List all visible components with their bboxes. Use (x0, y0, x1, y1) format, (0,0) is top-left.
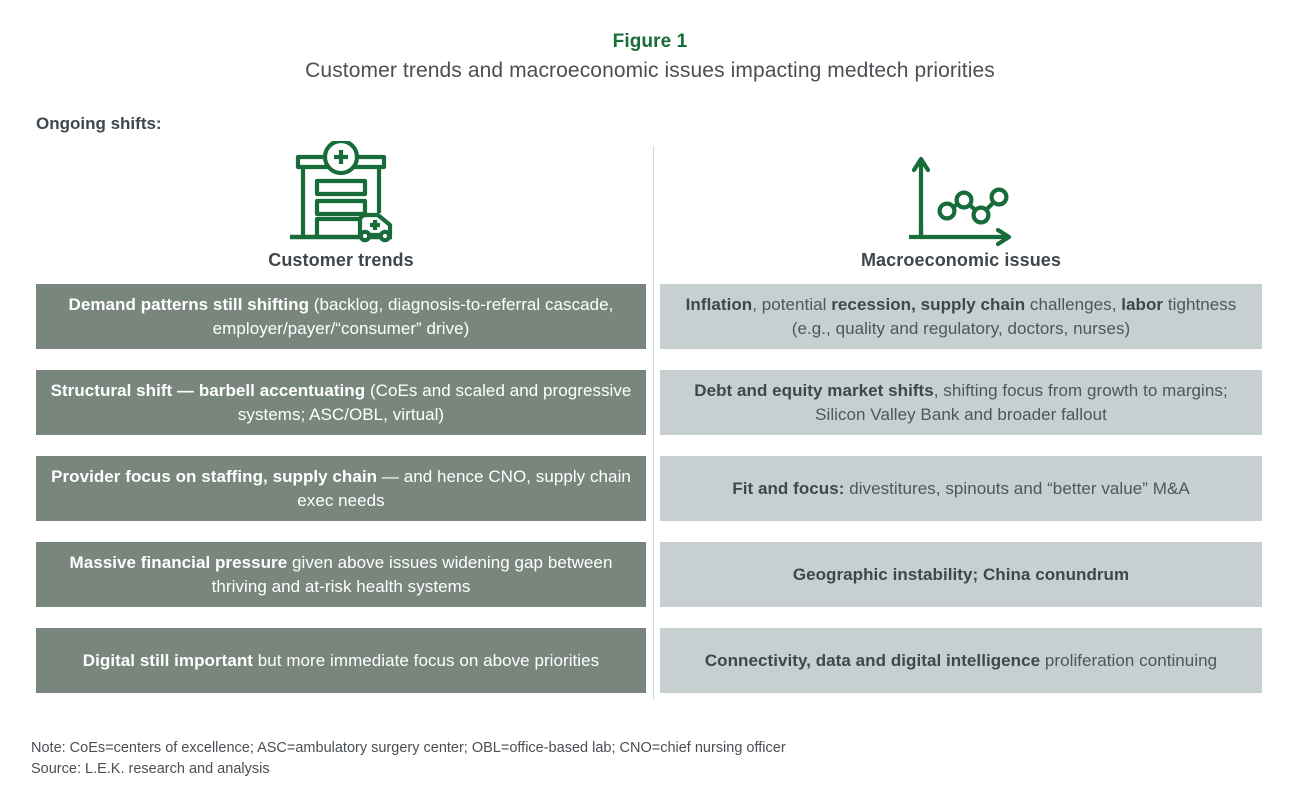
trend-cell-4-bold: Massive financial pressure (69, 552, 288, 572)
trend-cell-5-rest: but more immediate focus on above priori… (253, 650, 600, 670)
macro-cell-4: Geographic instability; China conundrum (660, 542, 1262, 607)
macro-cell-1-rest3: tightness (e.g., quality and regulatory,… (791, 294, 1237, 338)
trend-cell-4-rest: given above issues widening gap between … (211, 552, 613, 596)
trend-cell-3: Provider focus on staffing, supply chain… (36, 456, 646, 521)
column-customer-trends: Customer trends Demand patterns still sh… (36, 140, 646, 693)
column-macroeconomic-issues: Macroeconomic issues Inflation, potentia… (660, 140, 1262, 693)
column-header-macroeconomic-issues: Macroeconomic issues (860, 250, 1062, 270)
trend-cell-1: Demand patterns still shifting (backlog,… (36, 284, 646, 349)
page-title: Customer trends and macroeconomic issues… (305, 59, 995, 82)
trend-cell-3-rest: — and hence CNO, supply chain exec needs (297, 466, 631, 510)
macro-cell-1-rest2: challenges, (1025, 294, 1122, 314)
macro-cell-3: Fit and focus: divestitures, spinouts an… (660, 456, 1262, 521)
macro-cell-4-bold: Geographic instability; China conundrum (792, 564, 1130, 584)
macro-cell-3-bold: Fit and focus: (732, 478, 845, 498)
macro-cell-1-bold: Inflation (685, 294, 753, 314)
trend-cell-4: Massive financial pressure given above i… (36, 542, 646, 607)
macro-cell-2: Debt and equity market shifts, shifting … (660, 370, 1262, 435)
footnotes: Note: CoEs=centers of excellence; ASC=am… (31, 738, 786, 780)
trend-cell-1-rest: (backlog, diagnosis-to-referral cascade,… (212, 294, 614, 338)
trend-cell-2-rest: (CoEs and scaled and progressive systems… (237, 380, 632, 424)
trend-cell-2-bold: Structural shift — barbell accentuating (50, 380, 366, 400)
macro-cell-3-rest: divestitures, spinouts and “better value… (844, 478, 1190, 498)
figure-label: Figure 1 (612, 31, 688, 52)
macro-cell-1-bold3: labor (1121, 294, 1164, 314)
line-chart-icon (660, 140, 1262, 250)
macro-cell-5-rest: proliferation continuing (1040, 650, 1218, 670)
macro-cell-1: Inflation, potential recession, supply c… (660, 284, 1262, 349)
trend-cell-3-bold: Provider focus on staffing, supply chain (51, 466, 378, 486)
footnote-note: Note: CoEs=centers of excellence; ASC=am… (31, 740, 786, 756)
trend-cell-2: Structural shift — barbell accentuating … (36, 370, 646, 435)
macro-cell-1-rest: , potential (752, 294, 832, 314)
column-divider (653, 146, 654, 700)
macro-cell-2-bold: Debt and equity market shifts (694, 380, 934, 400)
section-label: Ongoing shifts: (36, 114, 162, 133)
hospital-ambulance-icon (36, 140, 646, 250)
footnote-source: Source: L.E.K. research and analysis (31, 761, 270, 777)
macro-cell-1-bold2: recession, supply chain (831, 294, 1026, 314)
macro-cell-2-rest: , shifting focus from growth to margins;… (815, 380, 1228, 424)
trend-cell-1-bold: Demand patterns still shifting (68, 294, 310, 314)
trend-cell-5-bold: Digital still important (82, 650, 253, 670)
macro-cell-5-bold: Connectivity, data and digital intellige… (704, 650, 1041, 670)
trend-cell-5: Digital still important but more immedia… (36, 628, 646, 693)
column-header-customer-trends: Customer trends (268, 250, 414, 270)
cell-stack-macroeconomic-issues: Inflation, potential recession, supply c… (660, 284, 1262, 693)
cell-stack-customer-trends: Demand patterns still shifting (backlog,… (36, 284, 646, 693)
macro-cell-5: Connectivity, data and digital intellige… (660, 628, 1262, 693)
